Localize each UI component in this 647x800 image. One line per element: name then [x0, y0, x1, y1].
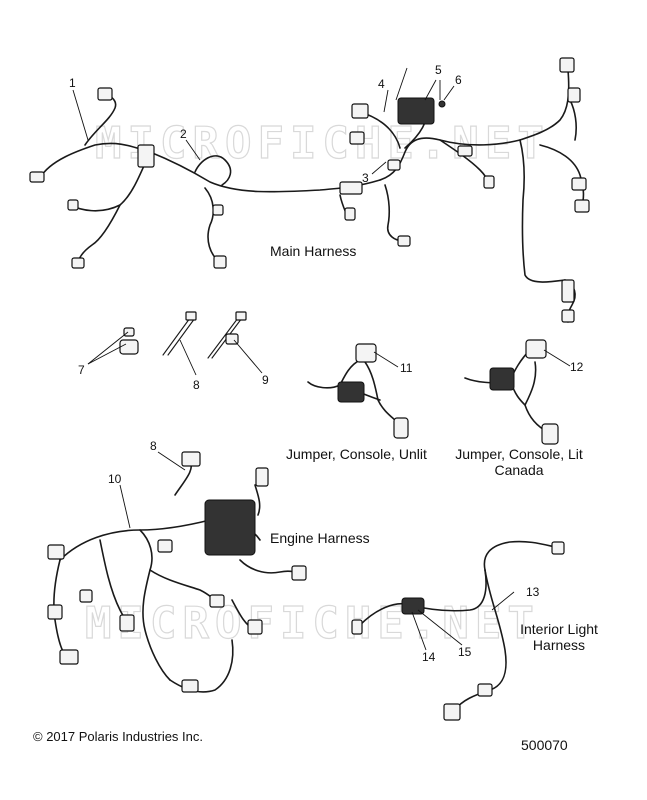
- engine-harness-label: Engine Harness: [270, 530, 370, 546]
- callout-9: 9: [262, 373, 269, 387]
- callout-10: 10: [108, 472, 122, 486]
- callout-5: 5: [435, 63, 442, 77]
- callout-11: 11: [400, 361, 413, 375]
- callout-14: 14: [422, 650, 436, 664]
- watermark-bottom: MICROFICHE.NET: [85, 598, 540, 649]
- callout-2: 2: [180, 127, 187, 141]
- callout-8: 8: [193, 378, 200, 392]
- copyright-notice: © 2017 Polaris Industries Inc.: [33, 729, 203, 744]
- callout-1: 1: [69, 76, 76, 90]
- callout-6: 6: [455, 73, 462, 87]
- fasteners-drawing: [119, 311, 247, 359]
- callout-7: 7: [78, 363, 85, 377]
- main-harness-drawing: [29, 57, 590, 323]
- figure-number: 500070: [521, 737, 568, 753]
- callout-12: 12: [570, 360, 584, 374]
- callout-3: 3: [362, 171, 369, 185]
- jumper-lit-label-line2: Canada: [494, 462, 544, 478]
- callout-8-engine: 8: [150, 439, 157, 453]
- callout-13: 13: [526, 585, 540, 599]
- callout-15: 15: [458, 645, 472, 659]
- watermark-top: MICROFICHE.NET: [95, 118, 550, 169]
- interior-light-label-line2: Harness: [532, 637, 586, 653]
- main-harness-label: Main Harness: [270, 243, 357, 259]
- jumper-unlit-drawing: [307, 343, 409, 439]
- interior-light-label-line1: Interior Light: [520, 621, 598, 637]
- jumper-unlit-label: Jumper, Console, Unlit: [286, 446, 427, 462]
- jumper-lit-label-line1: Jumper, Console, Lit: [455, 446, 583, 462]
- leader-lines: [72, 67, 571, 651]
- engine-harness-drawing: [47, 451, 307, 693]
- jumper-lit-drawing: [464, 339, 559, 445]
- interior-light-harness-drawing: [351, 540, 565, 721]
- callout-4: 4: [378, 77, 385, 91]
